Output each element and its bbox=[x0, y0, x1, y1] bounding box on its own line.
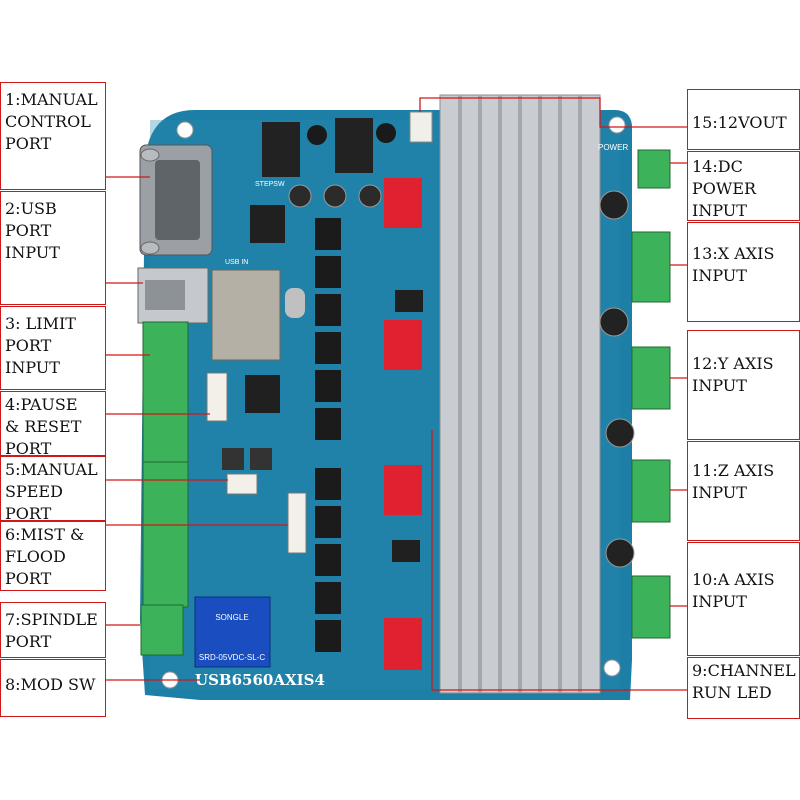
usb-b-opening bbox=[145, 280, 185, 310]
label-limit-port-input: 3: LIMIT PORT INPUT bbox=[0, 306, 106, 390]
optocoupler-column bbox=[315, 218, 341, 652]
relay-brand-text: SONGLE bbox=[215, 613, 248, 622]
label-dc-power-input: 14:DC POWER INPUT bbox=[687, 151, 800, 221]
label-text: 3: LIMIT PORT INPUT bbox=[5, 314, 76, 377]
label-text: 2:USB PORT INPUT bbox=[5, 199, 60, 262]
label-y-axis-input: 12:Y AXIS INPUT bbox=[687, 330, 800, 440]
board-model-text: USB6560AXIS4 bbox=[195, 671, 325, 689]
label-pause-reset-port: 4:PAUSE & RESET PORT bbox=[0, 391, 106, 458]
label-text: 9:CHANNEL RUN LED bbox=[692, 661, 796, 702]
regulator-chip bbox=[262, 122, 300, 177]
label-text: 11:Z AXIS INPUT bbox=[692, 461, 775, 502]
relay-model-text: SRD-05VDC-SL-C bbox=[199, 653, 265, 662]
mount-hole bbox=[176, 121, 194, 139]
electrolytic-capacitor bbox=[605, 538, 635, 568]
electrolytic-capacitor bbox=[605, 418, 635, 448]
usb-in-silkscreen: USB IN bbox=[225, 259, 248, 266]
label-text: 12:Y AXIS INPUT bbox=[692, 354, 774, 395]
mount-hole bbox=[603, 659, 621, 677]
jst-connector bbox=[206, 372, 228, 422]
capacitor bbox=[376, 123, 396, 143]
reset-button bbox=[250, 448, 272, 470]
label-usb-port-input: 2:USB PORT INPUT bbox=[0, 191, 106, 305]
jst-connector bbox=[226, 473, 258, 495]
label-text: 4:PAUSE & RESET PORT bbox=[5, 395, 82, 458]
db9-screw bbox=[140, 241, 160, 255]
mount-hole bbox=[608, 116, 626, 134]
label-mist-flood-port: 6:MIST & FLOOD PORT bbox=[0, 521, 106, 591]
label-text: 13:X AXIS INPUT bbox=[692, 244, 775, 285]
label-mod-sw: 8:MOD SW bbox=[0, 659, 106, 717]
label-text: 15:12VOUT bbox=[692, 113, 787, 132]
ic-chip bbox=[392, 540, 420, 562]
power-silkscreen: POWER bbox=[598, 143, 628, 152]
callout-lines bbox=[106, 97, 687, 691]
label-text: 5:MANUAL SPEED PORT bbox=[5, 460, 98, 523]
electrolytic-capacitor bbox=[599, 307, 629, 337]
label-text: 6:MIST & FLOOD PORT bbox=[5, 525, 85, 588]
capacitor bbox=[358, 184, 382, 208]
regulator-chip bbox=[335, 118, 373, 173]
capacitor bbox=[288, 184, 312, 208]
label-a-axis-input: 10:A AXIS INPUT bbox=[687, 542, 800, 656]
label-text: 7:SPINDLE PORT bbox=[5, 610, 98, 651]
capacitor bbox=[323, 184, 347, 208]
label-z-axis-input: 11:Z AXIS INPUT bbox=[687, 441, 800, 541]
capacitor bbox=[307, 125, 327, 145]
electrolytic-capacitor bbox=[599, 190, 629, 220]
label-manual-speed-port: 5:MANUAL SPEED PORT bbox=[0, 456, 106, 523]
db9-connector-body bbox=[155, 160, 200, 240]
label-spindle-port: 7:SPINDLE PORT bbox=[0, 602, 106, 658]
ic-chip bbox=[395, 290, 423, 312]
ic-chip bbox=[250, 205, 285, 243]
heatsink-fins bbox=[458, 95, 582, 693]
label-12vout: 15:12VOUT bbox=[687, 89, 800, 150]
label-channel-run-led: 9:CHANNEL RUN LED bbox=[687, 657, 800, 719]
shield-module bbox=[211, 269, 281, 361]
relay bbox=[194, 596, 271, 668]
left-terminal-block bbox=[140, 321, 189, 656]
pause-button bbox=[222, 448, 244, 470]
label-text: 14:DC POWER INPUT bbox=[692, 157, 757, 220]
ic-chip bbox=[245, 375, 280, 413]
label-text: 1:MANUAL CONTROL PORT bbox=[5, 90, 98, 153]
chip-silkscreen: STEPSW bbox=[255, 181, 285, 188]
right-terminal-block bbox=[631, 149, 671, 639]
label-x-axis-input: 13:X AXIS INPUT bbox=[687, 222, 800, 322]
dip-switch-group bbox=[384, 178, 422, 670]
jst-connector bbox=[287, 492, 307, 554]
white-header bbox=[409, 111, 433, 143]
db9-screw bbox=[140, 148, 160, 162]
label-text: 8:MOD SW bbox=[5, 675, 96, 694]
label-manual-control-port: 1:MANUAL CONTROL PORT bbox=[0, 82, 106, 190]
crystal bbox=[285, 288, 305, 318]
label-text: 10:A AXIS INPUT bbox=[692, 570, 775, 611]
